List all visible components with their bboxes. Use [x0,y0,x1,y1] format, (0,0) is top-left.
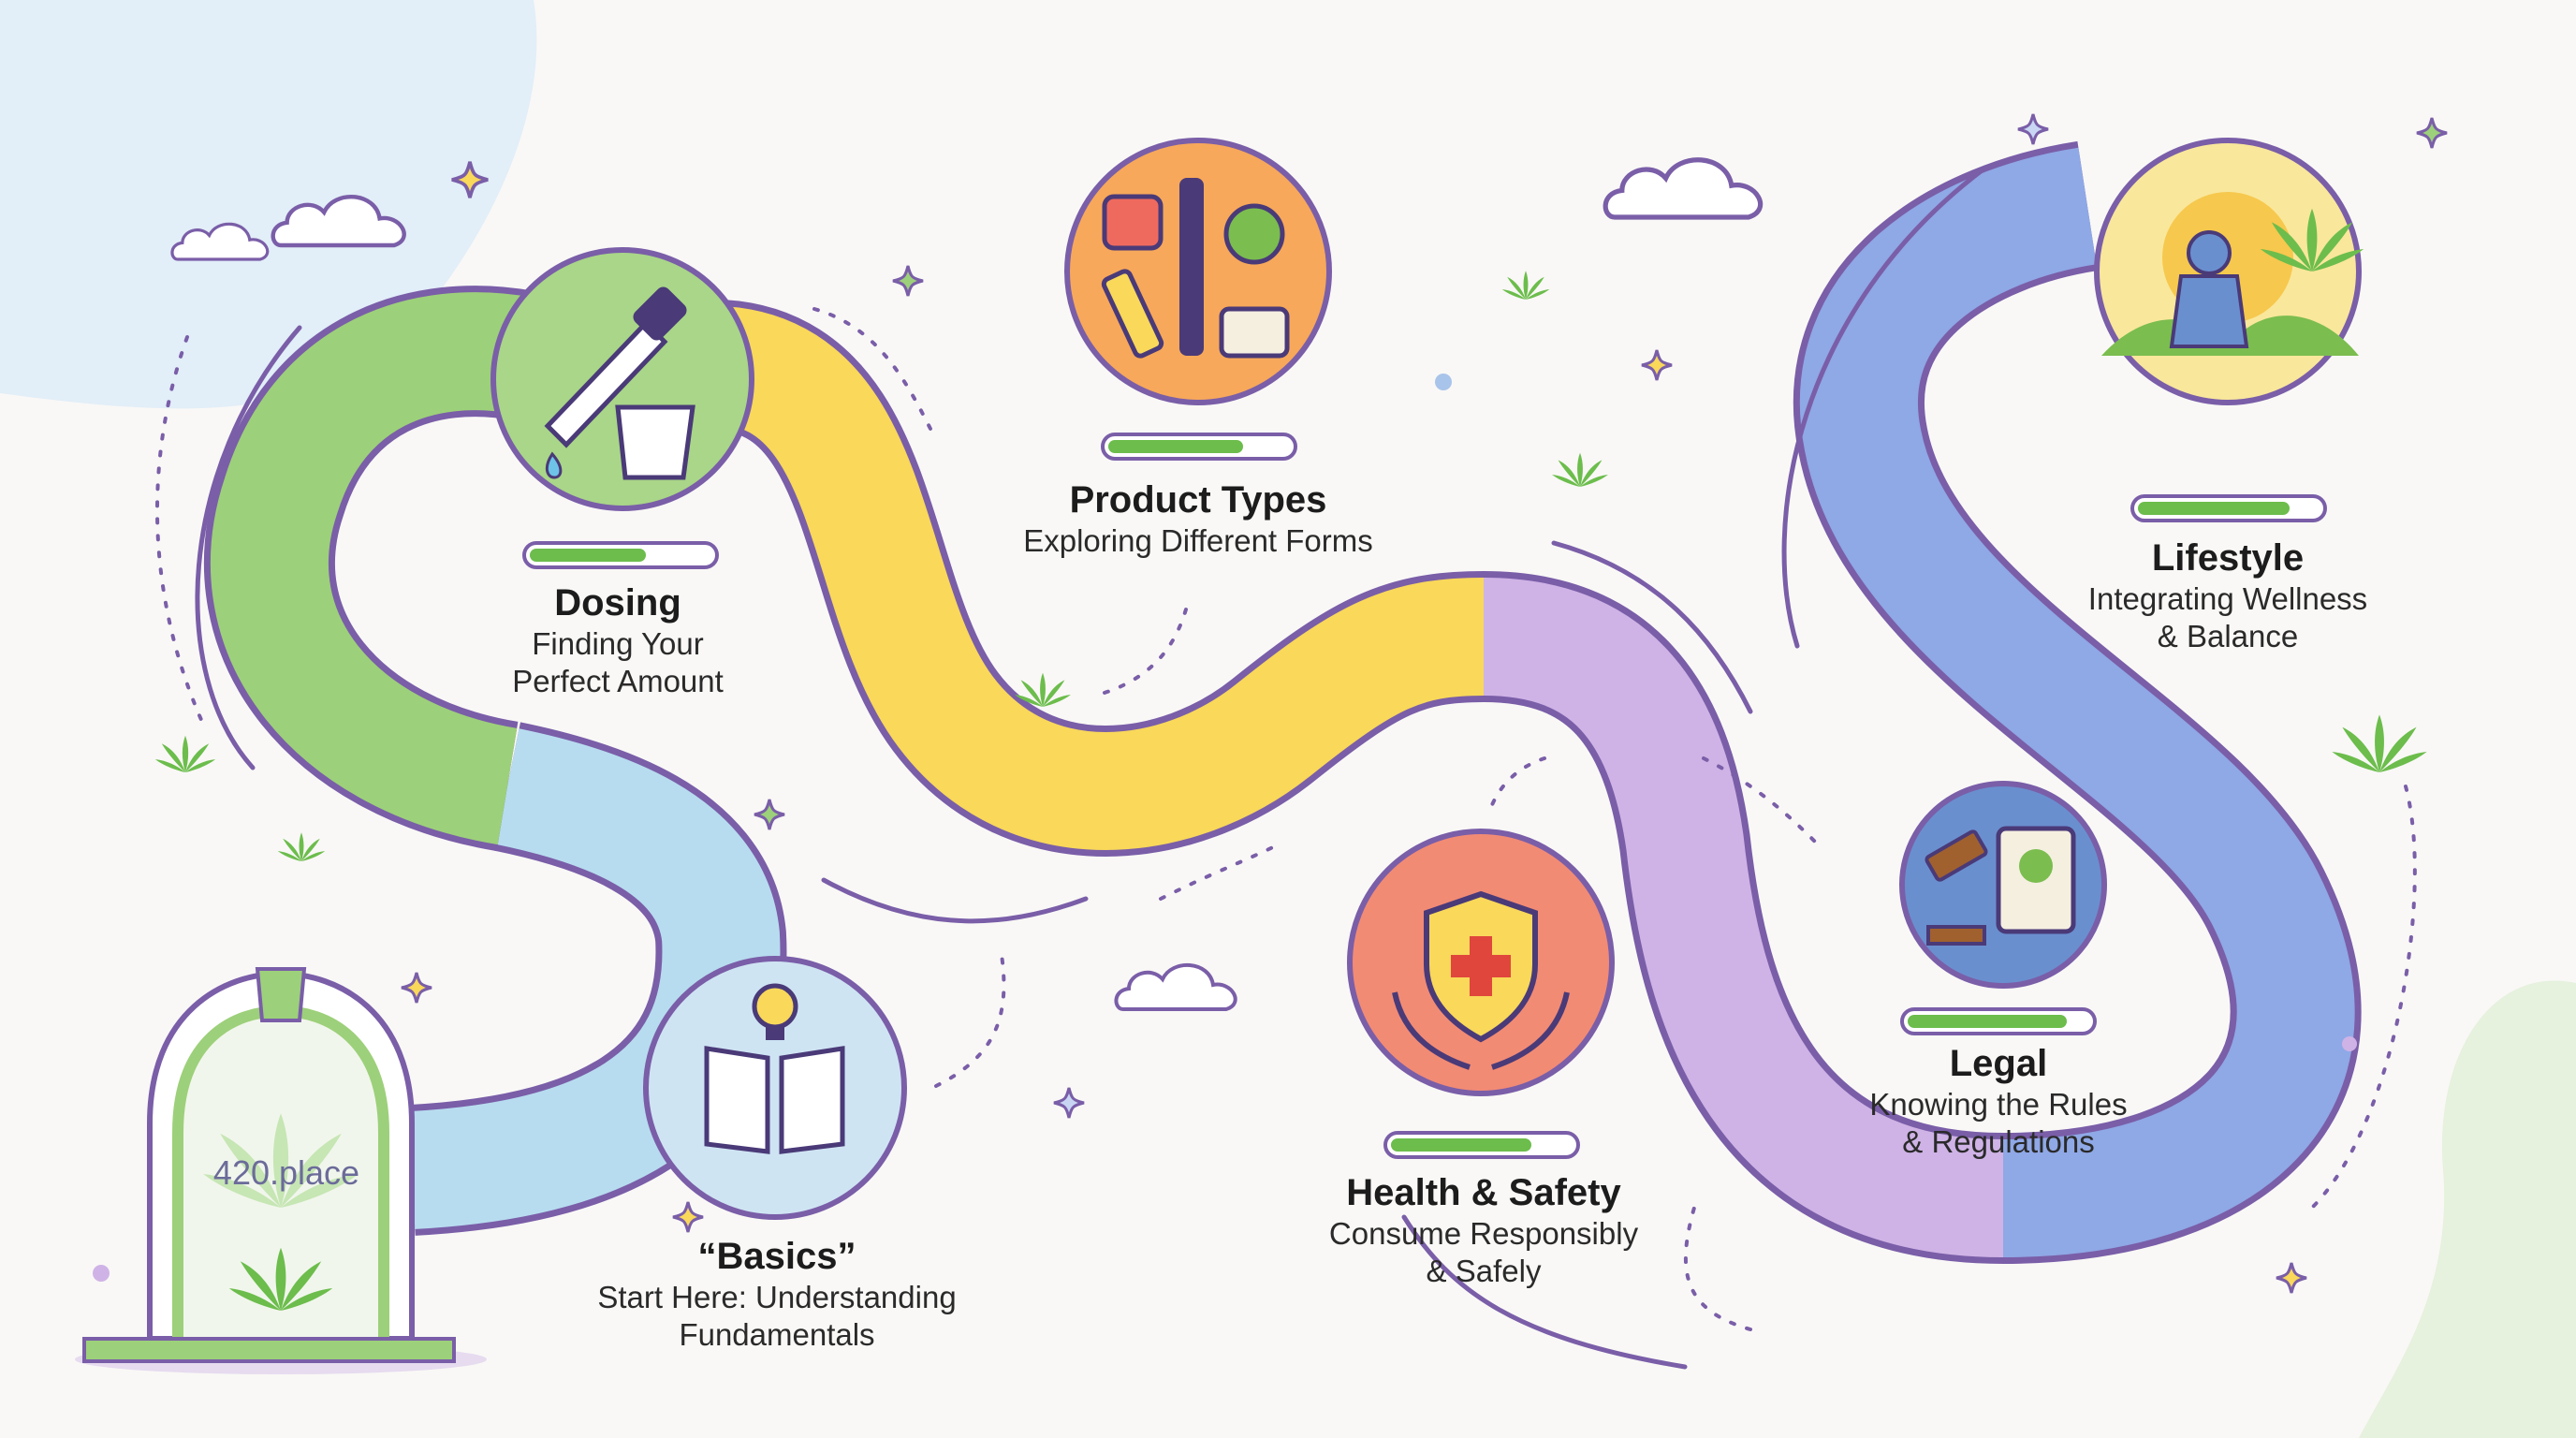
stage-product-types: Product Types Exploring Different Forms [983,477,1413,560]
background-blob-bottom-right [2359,980,2576,1438]
stage-title: “Basics” [697,1236,856,1277]
stage-dosing: Dosing Finding Your Perfect Amount [440,580,796,700]
stage-basics: “Basics” Start Here: Understanding Funda… [580,1234,973,1354]
stage-title: Dosing [554,582,681,624]
stage-subtitle: Finding Your Perfect Amount [512,626,724,698]
basics-icon-circle [643,956,907,1220]
path-segment-dosing-fill [210,292,535,845]
cloud-icon [1114,962,1237,1011]
stage-legal: Legal Knowing the Rules & Regulations [1816,1041,2181,1161]
solid-arrows [195,166,1987,1370]
path-segment-basics-fill [408,728,781,1229]
health-safety-icon-circle [1347,829,1615,1096]
cloud-icon [1605,160,1760,217]
stage-title: Legal [1949,1043,2048,1084]
stage-title: Health & Safety [1346,1172,1621,1213]
stage-subtitle: Exploring Different Forms [1023,523,1373,558]
path-segment-product-types-fill [713,306,1485,850]
stage-subtitle: Integrating Wellness & Balance [2087,581,2368,653]
progress-bars [522,433,2327,1159]
stage-health-safety: Health & Safety Consume Responsibly & Sa… [1292,1170,1676,1290]
lifestyle-icon-circle [2094,138,2364,405]
arch-gate-icon [75,967,487,1374]
dotted-arrows [155,307,2417,1331]
dosing-icon-circle [490,247,754,511]
stage-subtitle: Start Here: Understanding Fundamentals [597,1280,957,1352]
legal-icon-circle [1899,781,2107,989]
path-segment-lifestyle-fill [1799,147,2355,1257]
path-segment-health-legal-fill [1482,578,2005,1257]
dots [93,374,2357,1282]
stage-subtitle: Consume Responsibly & Safely [1328,1216,1639,1288]
stage-title: Product Types [1069,479,1327,521]
stage-subtitle: Knowing the Rules & Regulations [1869,1087,2128,1159]
stage-lifestyle: Lifestyle Integrating Wellness & Balance [2050,536,2406,655]
product-types-icon-circle [1064,138,1332,405]
brand-name: 420.place [212,1153,360,1192]
stage-title: Lifestyle [2151,537,2305,579]
